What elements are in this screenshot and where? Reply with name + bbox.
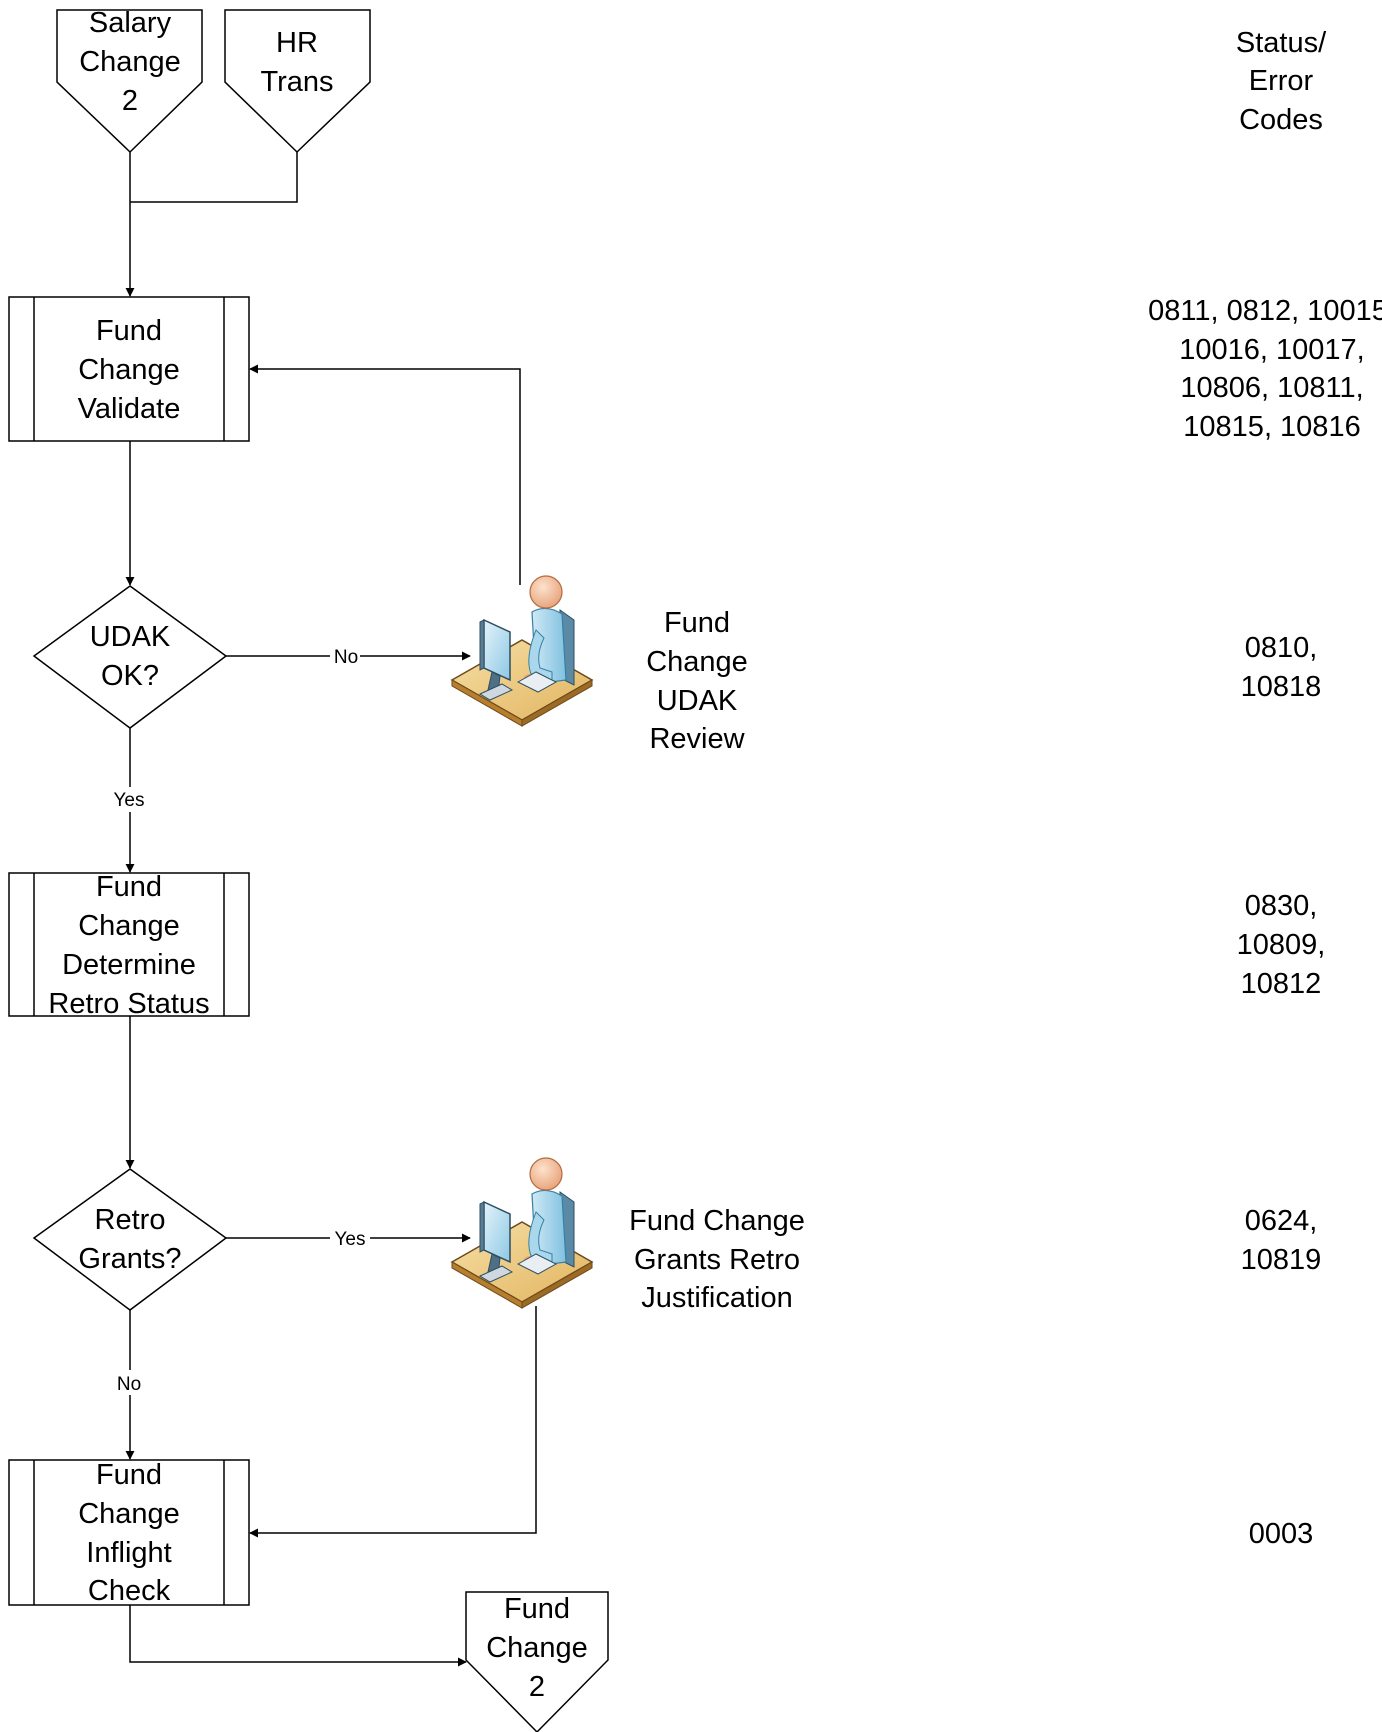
- justification-line-3: Justification: [641, 1282, 793, 1314]
- salary-change-2-line-2: Change: [79, 46, 181, 78]
- process-determine-retro-status: Fund Change Determine Retro Status: [8, 871, 250, 1020]
- fund-change-2-line-3: 2: [529, 1671, 545, 1703]
- decision-retro-grants: Retro Grants?: [32, 1168, 228, 1311]
- retro-status-line-1: Fund: [96, 871, 162, 903]
- edge-label-udak-yes: Yes: [114, 790, 145, 811]
- process-fund-change-validate: Fund Change Validate: [8, 296, 250, 442]
- offpage-fund-change-2: Fund Change 2: [465, 1591, 609, 1732]
- offpage-hr-trans: HR Trans: [224, 9, 371, 154]
- udak-ok-line-1: UDAK: [90, 621, 171, 653]
- inflight-line-4: Check: [88, 1575, 171, 1607]
- validate-line-1: Fund: [96, 315, 162, 347]
- udak-review-label: Fund Change UDAK Review: [646, 607, 748, 755]
- connector-inflight-to-fundchange2: [129, 1605, 467, 1667]
- inflight-line-1: Fund: [96, 1459, 162, 1491]
- status-header-line-1: Status/: [1236, 27, 1327, 59]
- edge-label-retro-yes: Yes: [335, 1229, 366, 1250]
- justification-line-2: Grants Retro: [634, 1244, 800, 1276]
- hr-trans-line-2: Trans: [260, 66, 333, 98]
- status-codes-validate: 0811, 0812, 10015, 10016, 10017, 10806, …: [1148, 295, 1382, 443]
- codes-validate-line-2: 10016, 10017,: [1179, 334, 1364, 366]
- inflight-line-2: Change: [78, 1498, 180, 1530]
- codes-udak-line-2: 10818: [1241, 671, 1322, 703]
- connector-justification-to-inflight: [249, 1306, 537, 1538]
- retro-grants-line-1: Retro: [95, 1204, 166, 1236]
- codes-validate-line-3: 10806, 10811,: [1180, 372, 1363, 404]
- status-codes-inflight: 0003: [1249, 1518, 1314, 1550]
- codes-inflight-line-1: 0003: [1249, 1518, 1314, 1550]
- udak-review-line-2: Change: [646, 646, 748, 678]
- retro-status-line-2: Change: [78, 910, 180, 942]
- status-codes-udak: 0810, 10818: [1241, 632, 1322, 703]
- status-header-line-3: Codes: [1239, 104, 1323, 136]
- grants-retro-justification-label: Fund Change Grants Retro Justification: [629, 1205, 805, 1314]
- status-header: Status/ Error Codes: [1236, 27, 1327, 136]
- fund-change-2-line-2: Change: [486, 1632, 588, 1664]
- validate-line-3: Validate: [78, 393, 181, 425]
- salary-change-2-line-1: Salary: [89, 7, 172, 39]
- udak-review-line-3: UDAK: [657, 685, 738, 717]
- justification-line-1: Fund Change: [629, 1205, 805, 1237]
- codes-udak-line-1: 0810,: [1245, 632, 1318, 664]
- retro-status-line-3: Determine: [62, 949, 196, 981]
- fund-change-2-line-1: Fund: [504, 1593, 570, 1625]
- codes-retro-status-line-2: 10809,: [1237, 929, 1326, 961]
- inflight-line-3: Inflight: [86, 1537, 171, 1569]
- retro-status-line-4: Retro Status: [48, 988, 209, 1020]
- connector-hrtrans-to-junction: [130, 152, 298, 203]
- udak-review-line-4: Review: [649, 723, 745, 755]
- codes-retro-status-line-3: 10812: [1241, 968, 1322, 1000]
- codes-grants-line-1: 0624,: [1245, 1205, 1318, 1237]
- person-at-desk-icon: [451, 1157, 593, 1309]
- connector-review-to-validate: [249, 364, 521, 585]
- status-header-line-2: Error: [1249, 65, 1314, 97]
- udak-ok-line-2: OK?: [101, 660, 159, 692]
- offpage-salary-change-2: Salary Change 2: [56, 7, 203, 154]
- person-at-desk-icon: [451, 575, 593, 727]
- hr-trans-line-1: HR: [276, 27, 318, 59]
- status-codes-retro-status: 0830, 10809, 10812: [1237, 890, 1326, 1000]
- decision-udak-ok: UDAK OK?: [32, 585, 228, 729]
- edge-label-retro-no: No: [117, 1374, 141, 1395]
- udak-review-line-1: Fund: [664, 607, 730, 639]
- codes-validate-line-4: 10815, 10816: [1183, 411, 1360, 443]
- codes-grants-line-2: 10819: [1241, 1244, 1322, 1276]
- process-inflight-check: Fund Change Inflight Check: [8, 1459, 250, 1607]
- status-codes-grants: 0624, 10819: [1241, 1205, 1322, 1276]
- codes-retro-status-line-1: 0830,: [1245, 890, 1318, 922]
- codes-validate-line-1: 0811, 0812, 10015,: [1148, 295, 1382, 327]
- salary-change-2-line-3: 2: [122, 85, 138, 117]
- edge-label-udak-no: No: [334, 647, 358, 668]
- retro-grants-line-2: Grants?: [78, 1243, 181, 1275]
- validate-line-2: Change: [78, 354, 180, 386]
